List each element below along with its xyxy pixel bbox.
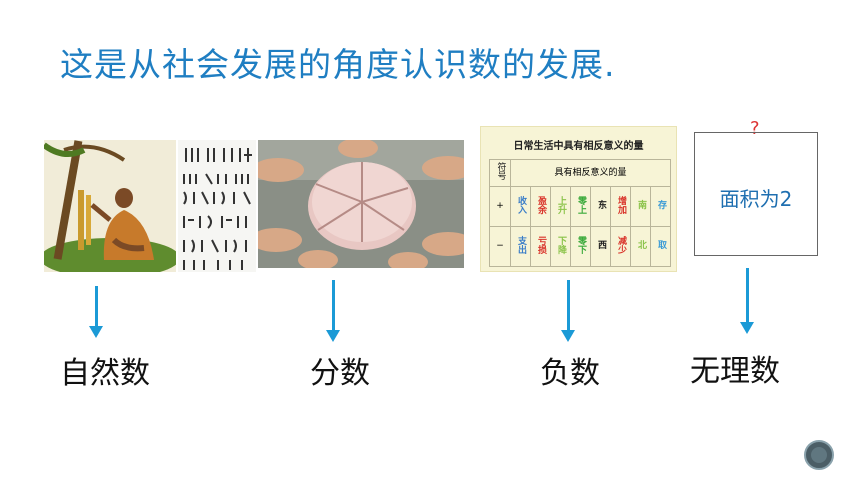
table-cell: 南 xyxy=(630,186,651,227)
label-fraction: 分数 xyxy=(310,356,370,391)
table-cell: 下降 xyxy=(550,226,571,267)
table-cell: 西 xyxy=(590,226,611,267)
table-cell: 盈余 xyxy=(530,186,551,227)
table-cell: 北 xyxy=(630,226,651,267)
arrow-down-icon xyxy=(561,280,575,342)
table-cell: 零下 xyxy=(570,226,591,267)
table-cell: 东 xyxy=(590,186,611,227)
slide-nav-button[interactable] xyxy=(804,440,834,470)
table-header-row: 符号 具有相反意义的量 xyxy=(489,159,671,187)
table-cell: 存 xyxy=(650,186,671,227)
header-quantity: 具有相反意义的量 xyxy=(510,159,671,187)
table-cell: 减少 xyxy=(610,226,631,267)
natural-number-image xyxy=(44,140,176,272)
label-irrational-number: 无理数 xyxy=(690,354,780,389)
minus-sign-cell: − xyxy=(489,226,511,267)
slide-title: 这是从社会发展的角度认识数的发展. xyxy=(60,45,616,84)
table-cell: 亏损 xyxy=(530,226,551,267)
table-cell: 上升 xyxy=(550,186,571,227)
arrow-down-icon xyxy=(740,268,754,334)
label-natural-number: 自然数 xyxy=(60,356,150,391)
table-title: 日常生活中具有相反意义的量 xyxy=(513,141,644,152)
arrow-down-icon xyxy=(326,280,340,342)
opposite-quantities-card: 日常生活中具有相反意义的量 符号 具有相反意义的量 + 收入 盈余 上升 零上 … xyxy=(480,126,677,272)
label-negative-number: 负数 xyxy=(540,356,600,391)
table-cell: 零上 xyxy=(570,186,591,227)
plus-sign-cell: + xyxy=(489,186,511,227)
ancient-numerals-image xyxy=(178,140,256,272)
table-cell: 支出 xyxy=(510,226,531,267)
area-label: 面积为2 xyxy=(719,187,793,211)
table-row-minus: − 支出 亏损 下降 零下 西 减少 北 取 xyxy=(489,226,671,267)
arrow-down-icon xyxy=(89,286,103,338)
fraction-cake-image xyxy=(258,140,464,268)
table-cell: 取 xyxy=(650,226,671,267)
area-square: 面积为2 xyxy=(694,132,818,256)
table-cell: 收入 xyxy=(510,186,531,227)
opposite-quantities-table: 符号 具有相反意义的量 + 收入 盈余 上升 零上 东 增加 南 存 − 支出 … xyxy=(489,159,671,267)
table-row-plus: + 收入 盈余 上升 零上 东 增加 南 存 xyxy=(489,186,671,227)
table-cell: 增加 xyxy=(610,186,631,227)
header-symbol: 符号 xyxy=(489,159,511,187)
question-mark: ? xyxy=(750,118,760,139)
